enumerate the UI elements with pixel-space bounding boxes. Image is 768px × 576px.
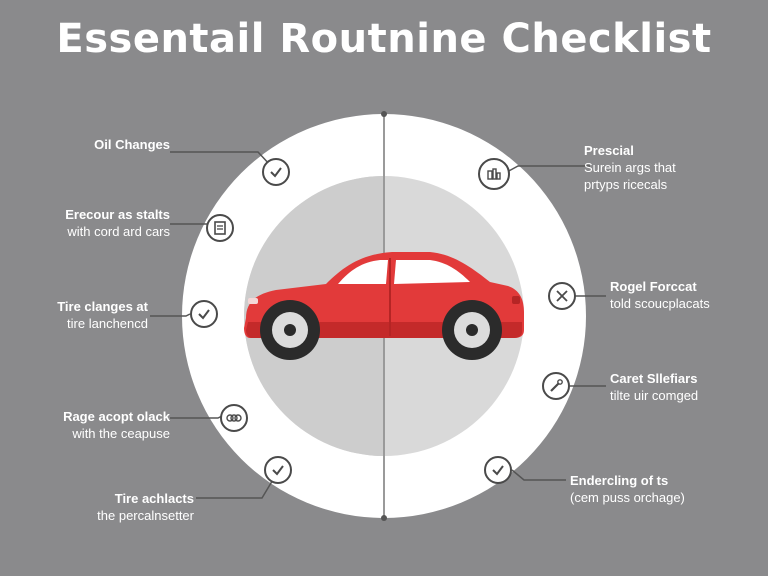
item-subtext: Surein args that: [584, 160, 676, 175]
item-heading: Tire clanges at: [57, 299, 148, 314]
item-heading: Erecour as stalts: [65, 207, 170, 222]
tools-icon: [548, 282, 576, 310]
divider-dot-bottom: [381, 515, 387, 521]
item-subtext: the percalnsetter: [97, 508, 194, 523]
tire-tread-icon: [220, 404, 248, 432]
item-left-2: Erecour as stalts with cord ard cars: [65, 206, 170, 240]
item-subtext: tilte uir comged: [610, 388, 699, 403]
item-subtext: with cord ard cars: [67, 224, 170, 239]
car-wheel-rear: [442, 300, 502, 360]
divider-dot-top: [381, 111, 387, 117]
item-left-5: Tire achlacts the percalnsetter: [97, 490, 194, 524]
item-heading: Prescial: [584, 143, 634, 158]
item-subtext: tire lanchencd: [67, 316, 148, 331]
car-window-rear: [394, 260, 470, 284]
item-right-3: Caret Sllefiars tilte uir comged: [610, 370, 698, 404]
item-left-4: Rage acopt olack with the ceapuse: [63, 408, 170, 442]
item-heading: Caret Sllefiars: [610, 371, 698, 386]
item-left-3: Tire clanges at tire lanchencd: [57, 298, 148, 332]
item-heading: Rage acopt olack: [63, 409, 170, 424]
wrench-icon: [542, 372, 570, 400]
car-window-front: [338, 260, 388, 284]
item-heading: Tire achlacts: [114, 491, 194, 506]
item-subtext: (cem puss orchage): [570, 490, 685, 505]
item-right-4: Endercling of ts (cem puss orchage): [570, 472, 685, 506]
check-icon: [264, 456, 292, 484]
page-title: Essentail Routnine Checklist: [56, 16, 712, 62]
item-heading: Rogel Forccat: [610, 279, 697, 294]
check-icon: [190, 300, 218, 328]
item-subtext: with the ceapuse: [72, 426, 170, 441]
parts-icon: [478, 158, 510, 190]
item-heading: Endercling of ts: [570, 473, 669, 488]
car-wheel-front: [260, 300, 320, 360]
item-subtext: prtyps ricecals: [584, 177, 668, 192]
check-icon: [484, 456, 512, 484]
item-right-2: Rogel Forccat told scoucplacats: [610, 278, 710, 312]
item-heading: Oil Changes: [94, 137, 170, 152]
item-left-1: Oil Changes: [94, 136, 170, 153]
item-right-1: Prescial Surein args that prtyps ricecal…: [584, 142, 676, 193]
document-icon: [206, 214, 234, 242]
item-subtext: told scoucplacats: [610, 296, 710, 311]
connectors-right: [506, 165, 606, 481]
check-icon: [262, 158, 290, 186]
car-illustration: [244, 252, 524, 360]
